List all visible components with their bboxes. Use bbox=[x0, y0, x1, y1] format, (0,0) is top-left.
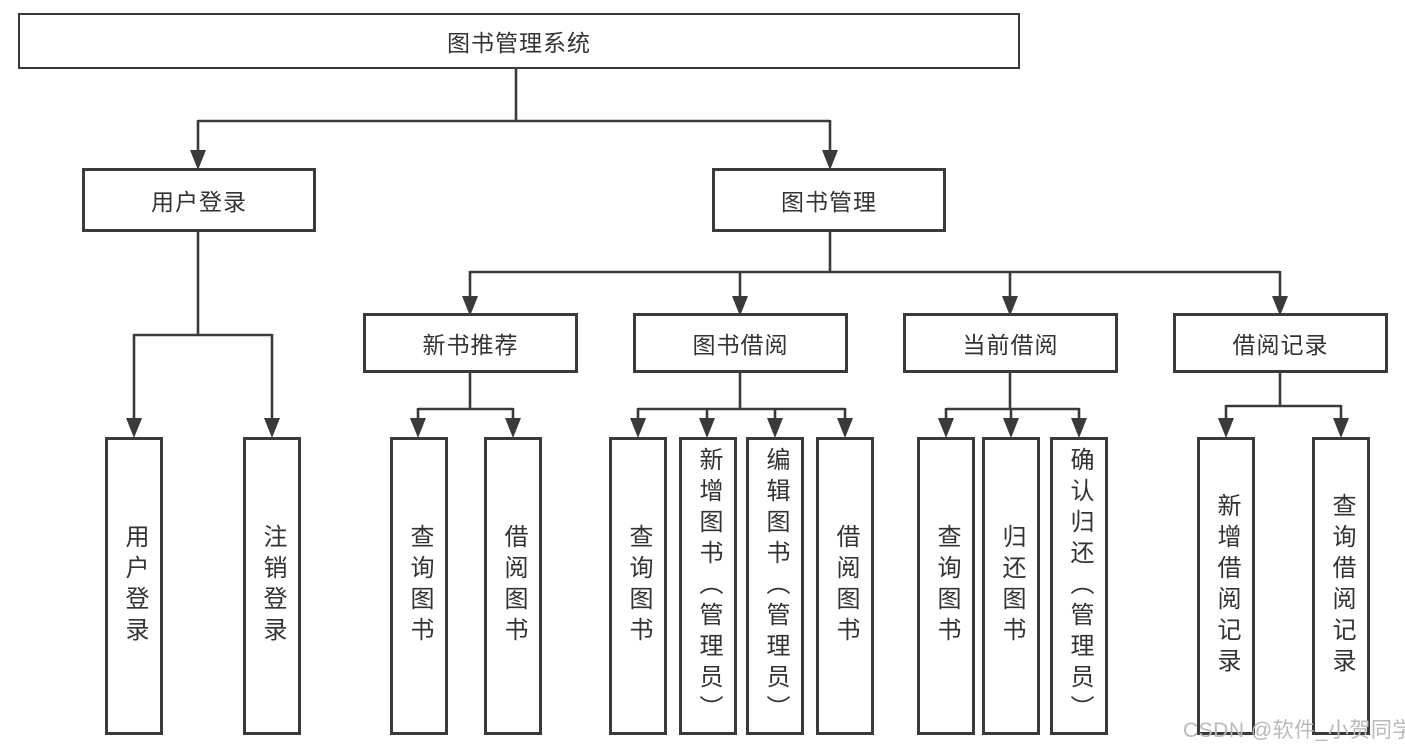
node-leaf-query-borrow-record: 查询借阅记录 bbox=[1312, 437, 1370, 735]
node-leaf-edit-books-admin-label: 编辑图书（管理员） bbox=[762, 446, 789, 726]
node-book-borrow-label: 图书借阅 bbox=[692, 332, 789, 358]
node-borrow-records: 借阅记录 bbox=[1173, 313, 1388, 373]
node-leaf-return-books-label: 归还图书 bbox=[998, 524, 1025, 648]
node-leaf-borrow-books-label: 借阅图书 bbox=[832, 524, 859, 648]
node-book-management: 图书管理 bbox=[712, 168, 946, 232]
node-borrow-records-label: 借阅记录 bbox=[1232, 332, 1329, 358]
node-leaf-add-books-admin: 新增图书（管理员） bbox=[679, 437, 737, 735]
node-leaf-add-borrow-record: 新增借阅记录 bbox=[1197, 437, 1255, 735]
node-leaf-borrow-books: 借阅图书 bbox=[816, 437, 874, 735]
node-leaf-borrow-books-recommend: 借阅图书 bbox=[484, 437, 542, 735]
node-leaf-edit-books-admin: 编辑图书（管理员） bbox=[746, 437, 804, 735]
node-leaf-user-login: 用户登录 bbox=[105, 437, 163, 735]
node-leaf-query-books-recommend: 查询图书 bbox=[390, 437, 448, 735]
node-leaf-add-borrow-record-label: 新增借阅记录 bbox=[1213, 493, 1240, 679]
node-book-borrow: 图书借阅 bbox=[633, 313, 848, 373]
node-leaf-borrow-books-recommend-label: 借阅图书 bbox=[500, 524, 527, 648]
node-leaf-confirm-return-admin: 确认归还（管理员） bbox=[1050, 437, 1108, 735]
node-leaf-return-books: 归还图书 bbox=[982, 437, 1040, 735]
node-leaf-add-books-admin-label: 新增图书（管理员） bbox=[695, 446, 722, 726]
node-new-book-recommend-label: 新书推荐 bbox=[422, 332, 519, 358]
node-library-management-system-label: 图书管理系统 bbox=[447, 30, 591, 56]
node-leaf-confirm-return-admin-label: 确认归还（管理员） bbox=[1066, 446, 1093, 726]
node-user-login-label: 用户登录 bbox=[151, 189, 247, 215]
node-new-book-recommend: 新书推荐 bbox=[363, 313, 578, 373]
node-leaf-logout: 注销登录 bbox=[243, 437, 301, 735]
watermark: CSDN @软件_小贺同学 bbox=[1183, 719, 1405, 742]
node-library-management-system: 图书管理系统 bbox=[18, 13, 1020, 69]
node-leaf-query-books-borrow: 查询图书 bbox=[609, 437, 667, 735]
node-leaf-query-books-borrow-label: 查询图书 bbox=[625, 524, 652, 648]
node-leaf-user-login-label: 用户登录 bbox=[121, 524, 148, 648]
node-leaf-query-borrow-record-label: 查询借阅记录 bbox=[1328, 493, 1355, 679]
node-book-management-label: 图书管理 bbox=[781, 189, 877, 215]
node-current-borrow: 当前借阅 bbox=[903, 313, 1118, 373]
node-leaf-logout-label: 注销登录 bbox=[259, 524, 286, 648]
node-user-login: 用户登录 bbox=[82, 168, 316, 232]
node-leaf-query-books-recommend-label: 查询图书 bbox=[406, 524, 433, 648]
node-leaf-query-books-current: 查询图书 bbox=[917, 437, 975, 735]
node-leaf-query-books-current-label: 查询图书 bbox=[933, 524, 960, 648]
node-current-borrow-label: 当前借阅 bbox=[962, 332, 1059, 358]
